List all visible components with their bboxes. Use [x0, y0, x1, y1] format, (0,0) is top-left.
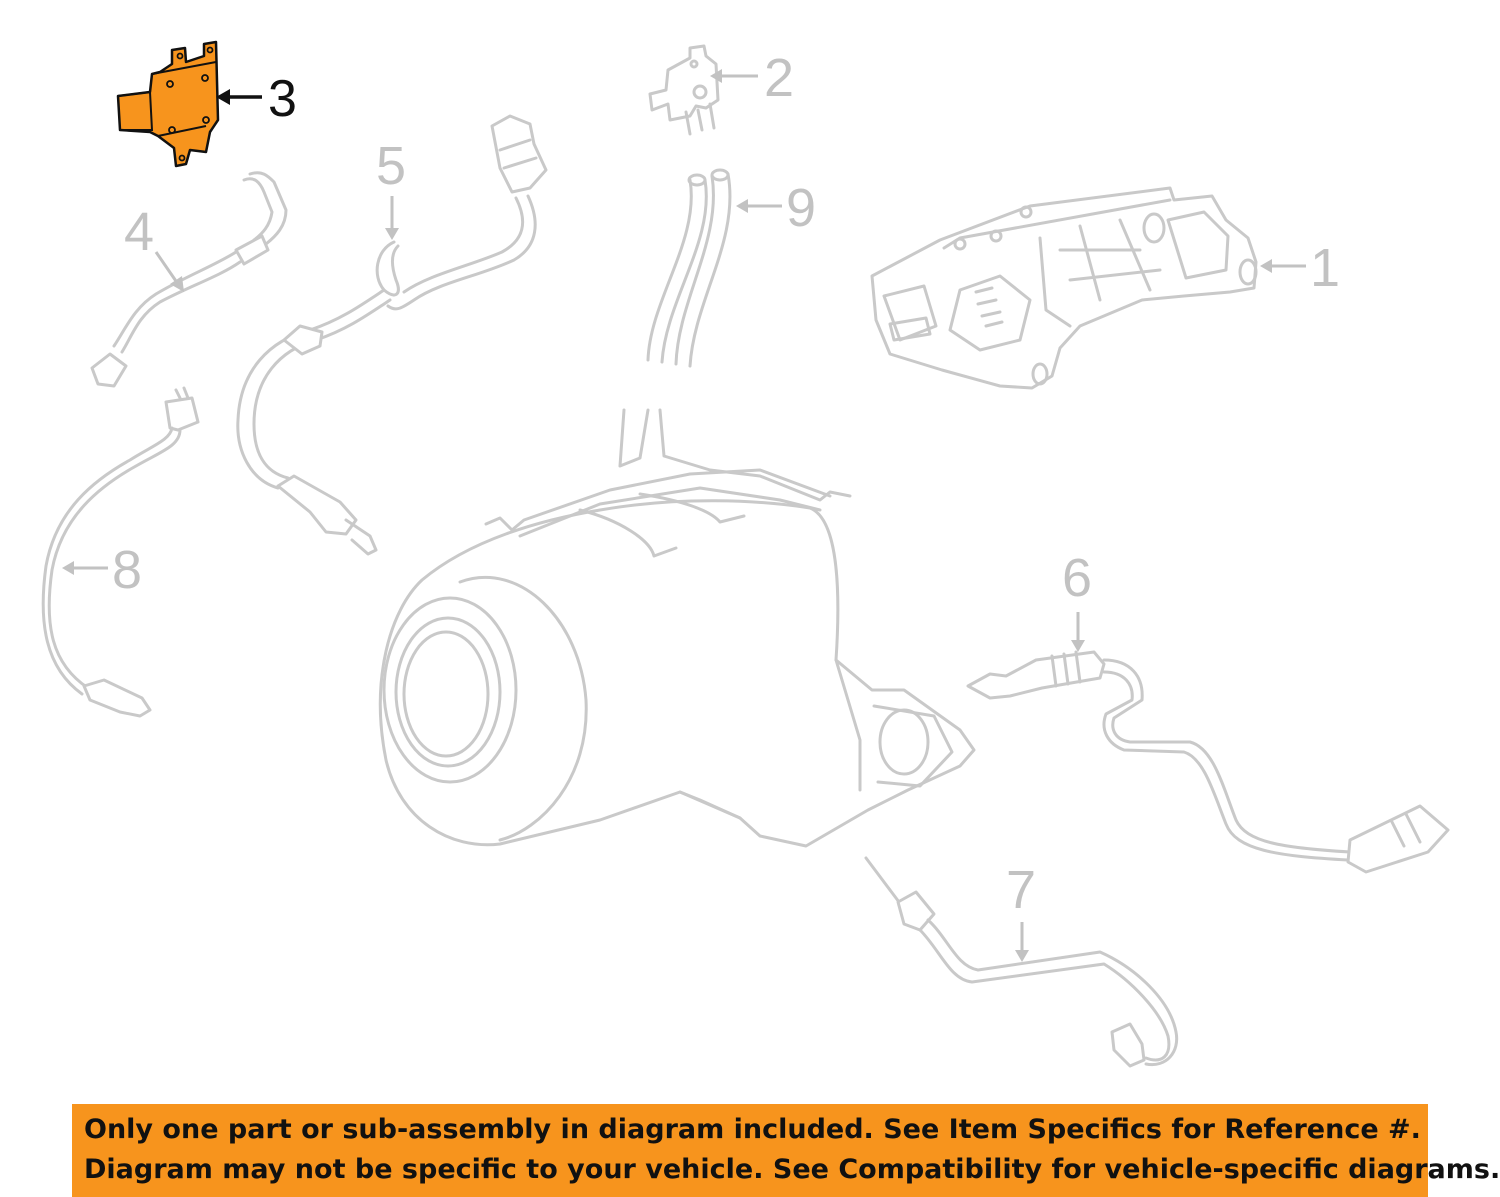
disclaimer-line-2: Diagram may not be specific to your vehi…	[84, 1154, 1500, 1185]
main-converter-assembly	[378, 408, 976, 848]
part-9-hoses[interactable]	[646, 168, 732, 368]
part-8-sensor-wire[interactable]	[41, 386, 200, 718]
part-7-temp-sensor[interactable]	[864, 856, 1179, 1068]
disclaimer-line-1: Only one part or sub-assembly in diagram…	[84, 1114, 1421, 1145]
part-6-sensor[interactable]	[966, 650, 1450, 874]
callout-2[interactable]: 2	[764, 48, 794, 108]
callout-1[interactable]: 1	[1310, 238, 1340, 298]
callout-8[interactable]: 8	[112, 540, 142, 600]
callout-6[interactable]: 6	[1062, 548, 1092, 608]
part-4-sensor-harness[interactable]	[90, 171, 288, 388]
callout-5[interactable]: 5	[376, 136, 406, 196]
callout-3[interactable]: 3	[268, 70, 297, 128]
callout-7[interactable]: 7	[1006, 860, 1036, 920]
leader-lines	[62, 69, 1306, 962]
part-2-pressure-sensor[interactable]	[648, 44, 720, 136]
disclaimer-banner: Only one part or sub-assembly in diagram…	[72, 1104, 1500, 1197]
callout-9[interactable]: 9	[786, 178, 816, 238]
part-3-module[interactable]	[116, 40, 220, 168]
callout-4[interactable]: 4	[124, 202, 154, 262]
part-5-oxygen-sensor[interactable]	[236, 114, 548, 556]
part-1-bracket-module[interactable]	[870, 186, 1258, 390]
